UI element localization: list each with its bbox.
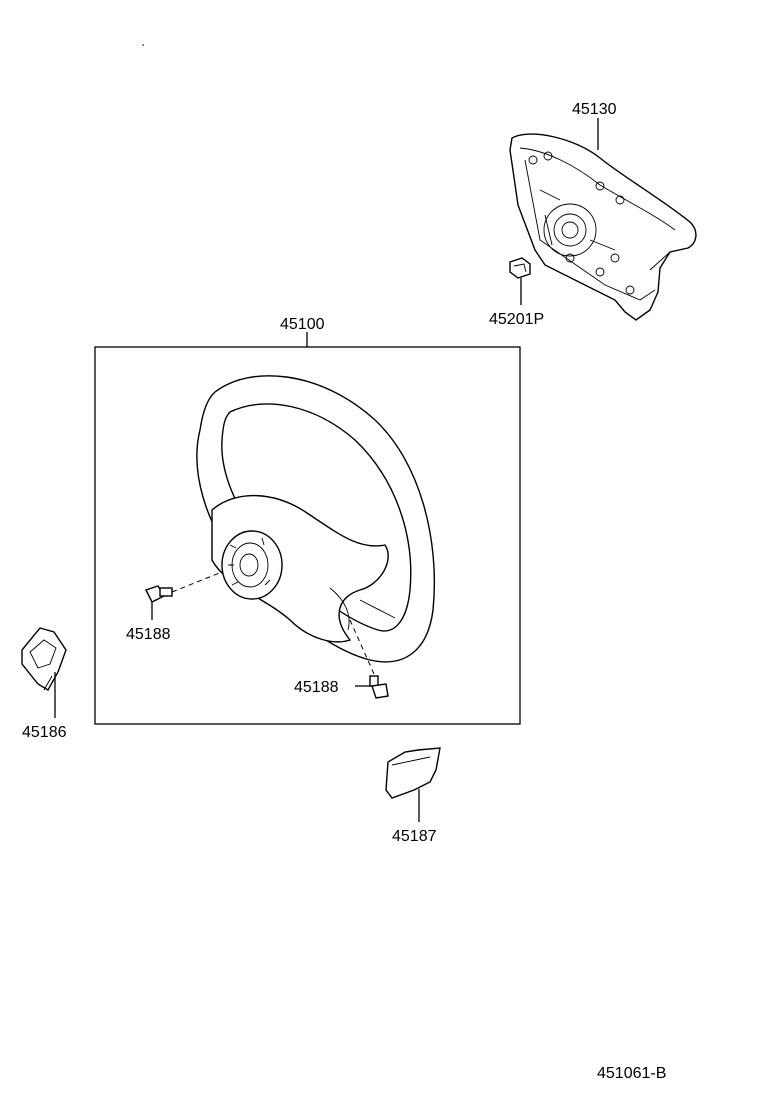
callout-nut: 45201P: [489, 311, 544, 328]
stray-dot: [142, 44, 144, 46]
callout-screw-bottom: 45188: [294, 679, 339, 696]
callout-pad: 45130: [572, 101, 617, 118]
callout-screw-left: 45188: [126, 626, 171, 643]
install-line-bottom: [349, 619, 375, 675]
callout-wheel: 45100: [280, 316, 325, 333]
cover-lh-drawing: [21, 627, 67, 691]
cover-lower-drawing: [385, 747, 441, 799]
install-line-left: [171, 571, 223, 593]
figure-code: 451061-B: [597, 1065, 666, 1082]
horn-pad-drawing: [509, 133, 697, 321]
callout-cover-bottom: 45187: [392, 828, 437, 845]
screw-bottom-drawing: [369, 675, 389, 699]
screw-left-drawing: [145, 585, 173, 603]
steering-wheel-drawing: [196, 375, 436, 663]
nut-drawing: [509, 257, 531, 279]
callout-cover-left: 45186: [22, 724, 67, 741]
